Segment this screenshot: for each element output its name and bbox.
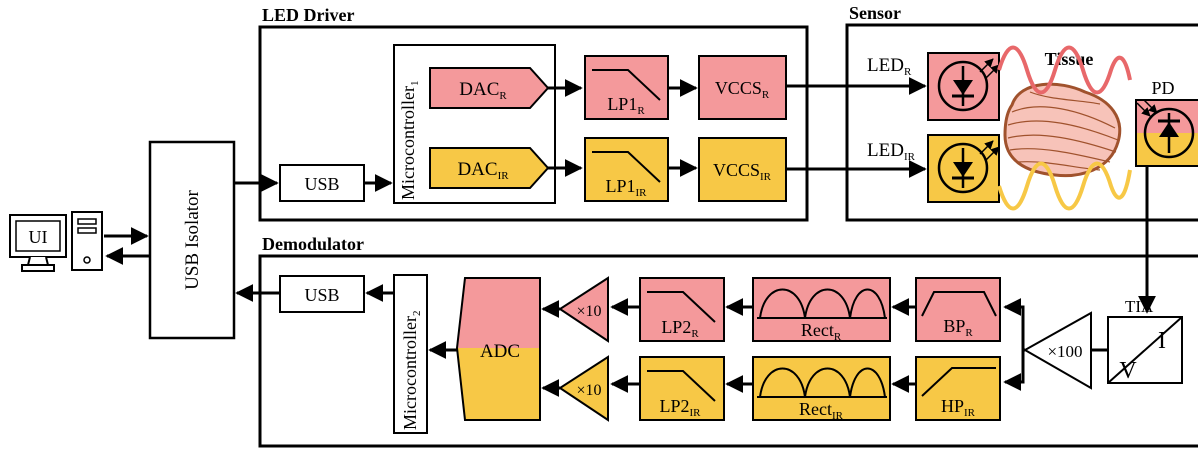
ui-label: UI	[29, 227, 48, 247]
tissue-label: Tissue	[1045, 49, 1094, 69]
hp-ir-label: HPIR	[941, 396, 976, 419]
vccs-r-block: VCCSR	[698, 55, 787, 120]
sensor-title: Sensor	[849, 3, 901, 23]
red-light-wave	[997, 45, 1132, 95]
hp-ir-block: HPIR	[915, 356, 1001, 421]
split-to-bp-r-arrow	[1003, 298, 1025, 352]
adc-label: ADC	[480, 341, 520, 362]
lp1-r-label: LP1R	[607, 94, 645, 117]
led-ir-label: LEDIR	[867, 140, 916, 163]
usb-isolator-block: USB Isolator	[148, 140, 236, 340]
led-r-label: LEDR	[867, 55, 912, 78]
bp-r-label: BPR	[943, 316, 973, 339]
gain-100-triangle: ×100	[1022, 311, 1092, 390]
rect-r-label: RectR	[801, 320, 842, 343]
usb-1-block: USB	[279, 164, 365, 202]
lp2-ir-block: LP2IR	[639, 356, 725, 421]
vccs-r-label: VCCSR	[715, 78, 770, 101]
lp2-r-label: LP2R	[661, 317, 699, 340]
ir-light-wave	[997, 161, 1132, 211]
vccs-ir-label: VCCSIR	[713, 160, 772, 183]
tia-label: TIA	[1125, 297, 1154, 316]
microcontroller-2-block: Microcontroller2	[393, 274, 428, 434]
rect-ir-block: RectIR	[752, 356, 891, 422]
bp-r-block: BPR	[915, 277, 1001, 342]
photodiode-icon	[1135, 99, 1198, 167]
demodulator-section: Demodulator	[258, 234, 1198, 448]
split-to-hp-ir-arrow	[1003, 348, 1025, 391]
gain-ir-label: ×10	[576, 382, 601, 399]
led-driver-title: LED Driver	[262, 5, 354, 25]
computer-icon: UI	[9, 211, 103, 272]
adc-block: ADC	[455, 277, 541, 421]
tia-v-label: V	[1119, 358, 1137, 384]
demodulator-title: Demodulator	[262, 234, 364, 254]
lp2-ir-label: LP2IR	[659, 396, 701, 419]
pd-label: PD	[1151, 78, 1174, 98]
sensor-section: Sensor	[845, 3, 1198, 222]
led-driver-section: LED Driver	[258, 5, 809, 222]
usb-isolator-label: USB Isolator	[182, 189, 203, 289]
rect-r-block: RectR	[752, 277, 891, 343]
usb-2-label: USB	[304, 285, 339, 305]
dac-r-block: DACR	[429, 67, 550, 109]
microcontroller-1-label: Microcontroller1	[398, 81, 421, 200]
microcontroller-2-label: Microcontroller2	[400, 311, 423, 430]
led-ir-icon	[927, 134, 1000, 203]
tia-block: I V	[1107, 316, 1183, 384]
tia-i-label: I	[1158, 328, 1166, 354]
tissue-illustration	[1003, 82, 1122, 178]
dac-ir-label: DACIR	[457, 159, 509, 182]
gain-100-label: ×100	[1047, 342, 1082, 361]
dac-ir-block: DACIR	[429, 147, 550, 189]
dac-r-label: DACR	[459, 79, 507, 102]
led-r-icon	[927, 52, 1000, 121]
lp2-r-block: LP2R	[639, 277, 725, 342]
lp1-r-block: LP1R	[584, 55, 669, 120]
lp1-ir-block: LP1IR	[584, 137, 669, 202]
gain-r-triangle: ×10	[558, 276, 609, 343]
gain-ir-triangle: ×10	[558, 355, 609, 422]
usb-1-label: USB	[304, 174, 339, 194]
gain-r-label: ×10	[576, 303, 601, 320]
rect-ir-label: RectIR	[799, 399, 844, 422]
usb-2-block: USB	[279, 275, 365, 313]
vccs-ir-block: VCCSIR	[698, 137, 787, 202]
lp1-ir-label: LP1IR	[605, 176, 647, 199]
